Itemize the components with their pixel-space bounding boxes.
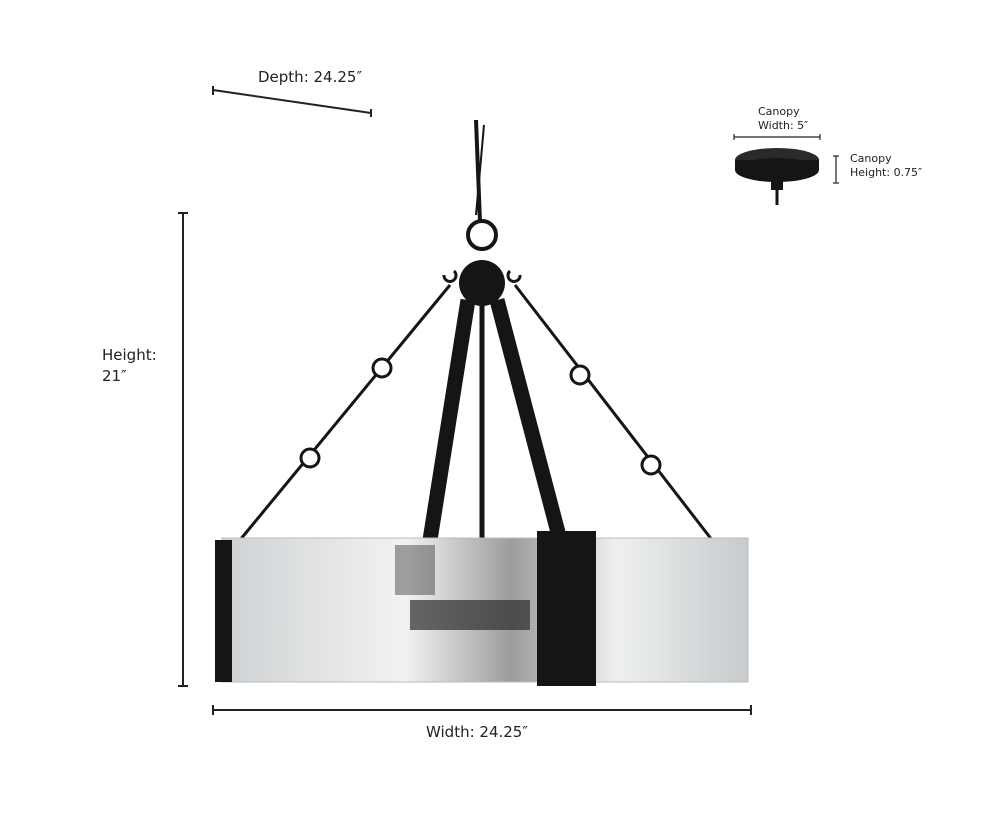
hooks	[442, 269, 522, 283]
height-dimension-line	[178, 212, 188, 687]
hub-ball	[459, 260, 505, 306]
canopy-width-title: Canopy	[758, 105, 800, 118]
suspension-arms	[238, 284, 714, 541]
legs	[422, 298, 568, 542]
height-label: Height:	[102, 346, 157, 364]
height-value: 21″	[102, 367, 127, 385]
depth-label: Depth: 24.25″	[258, 68, 363, 86]
chain	[466, 119, 498, 251]
canopy-height-value: Height: 0.75″	[850, 166, 923, 179]
canopy	[735, 148, 819, 205]
canopy-height-title: Canopy	[850, 152, 892, 165]
width-dimension-line	[212, 705, 752, 715]
side-bracket-left	[215, 540, 232, 682]
width-label: Width: 24.25″	[426, 723, 528, 741]
canopy-width-value: Width: 5″	[758, 119, 809, 132]
inner-bulb-cluster	[395, 545, 530, 630]
canopy-height-line	[833, 155, 839, 184]
depth-dimension-line	[212, 86, 372, 117]
front-bracket	[537, 531, 596, 686]
canopy-width-line	[733, 134, 821, 140]
